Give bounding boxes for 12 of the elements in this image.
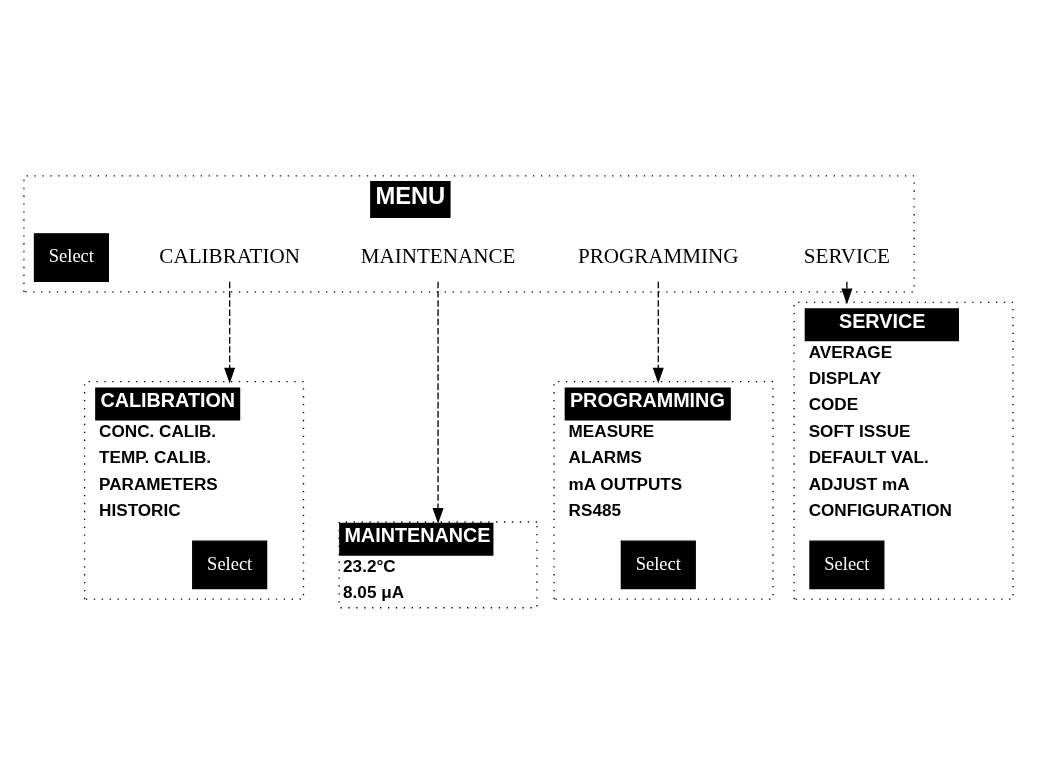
node-text: MAINTENANCE [360, 243, 516, 268]
arrow [841, 280, 853, 304]
arrow [432, 280, 444, 524]
node-box: Select [809, 540, 885, 589]
node-box: Select [620, 540, 696, 589]
arrow [224, 280, 236, 384]
node-text: SERVICE [803, 243, 890, 268]
node-box: Select [192, 540, 268, 589]
arrow [652, 280, 664, 384]
node-text: CALIBRATION [159, 243, 300, 268]
node-text: PROGRAMMING [578, 243, 739, 268]
node-box: Select [33, 232, 109, 282]
